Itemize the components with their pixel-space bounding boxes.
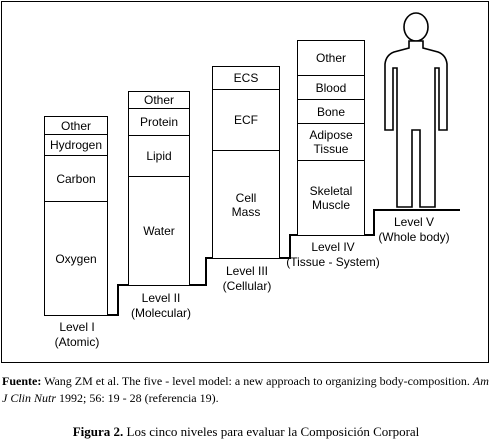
- level-2-desc: (Molecular): [130, 306, 191, 320]
- caption-label: Figura 2.: [72, 424, 124, 439]
- level-2-stack: Other Protein Lipid Water: [128, 91, 190, 286]
- level-1-carbon: Carbon: [45, 155, 107, 201]
- source-reference: 1992; 56: 19 - 28 (referencia 19).: [56, 391, 219, 405]
- level-4-desc: (Tissue - System): [286, 255, 380, 269]
- level-2-lipid: Lipid: [129, 135, 189, 176]
- level-3-ecs: ECS: [233, 71, 259, 85]
- level-1-oxygen: Oxygen: [45, 201, 107, 315]
- level-3-stack: ECS ECF Cell Mass: [212, 66, 280, 259]
- level-2-name: Level II: [141, 291, 181, 305]
- level-4-name: Level IV: [311, 240, 355, 254]
- level-2-other: Other: [143, 93, 174, 107]
- level-2-label: Level II (Molecular): [106, 291, 216, 321]
- level-4-label: Level IV (Tissue - System): [278, 240, 388, 270]
- figure-caption: Figura 2. Los cinco niveles para evaluar…: [0, 424, 492, 440]
- level-4-other: Other: [315, 51, 346, 65]
- level-1-name: Level I: [59, 320, 95, 334]
- source-label: Fuente:: [2, 374, 42, 388]
- level-5-label: Level V (Whole body): [359, 215, 469, 245]
- level-2-protein: Protein: [129, 108, 189, 135]
- level-4-skeletal-muscle: Skeletal Muscle: [298, 160, 364, 235]
- level-2-water: Water: [129, 176, 189, 285]
- level-3-name: Level III: [225, 264, 269, 278]
- level-3-desc: (Cellular): [222, 279, 272, 293]
- level-1-other: Other: [60, 118, 91, 133]
- level-1-label: Level I (Atomic): [22, 320, 132, 350]
- level-4-blood: Blood: [298, 75, 364, 99]
- level-4-bone: Bone: [298, 99, 364, 123]
- figure-frame: Other Hydrogen Carbon Oxygen Other Prote…: [1, 1, 489, 363]
- level-3-label: Level III (Cellular): [192, 264, 302, 294]
- level-1-desc: (Atomic): [54, 335, 100, 349]
- source-journal: Am J Clin Nutr: [2, 374, 489, 405]
- caption-text: Los cinco niveles para evaluar la Compos…: [123, 424, 420, 439]
- source-text: Wang ZM et al. The five - level model: a…: [41, 374, 473, 388]
- level-3-cell-mass: Cell Mass: [213, 150, 279, 258]
- level-1-stack: Other Hydrogen Carbon Oxygen: [44, 116, 108, 316]
- level-5-desc: (Whole body): [378, 230, 450, 244]
- level-1-hydrogen: Hydrogen: [45, 134, 107, 155]
- level-3-ecf: ECF: [213, 89, 279, 150]
- level-5-name: Level V: [393, 215, 435, 229]
- level-4-adipose-tissue: Adipose Tissue: [298, 123, 364, 160]
- human-figure-icon: [384, 12, 448, 208]
- level-4-stack: Other Blood Bone Adipose Tissue Skeletal…: [297, 40, 365, 236]
- source-citation: Fuente: Wang ZM et al. The five - level …: [2, 373, 490, 407]
